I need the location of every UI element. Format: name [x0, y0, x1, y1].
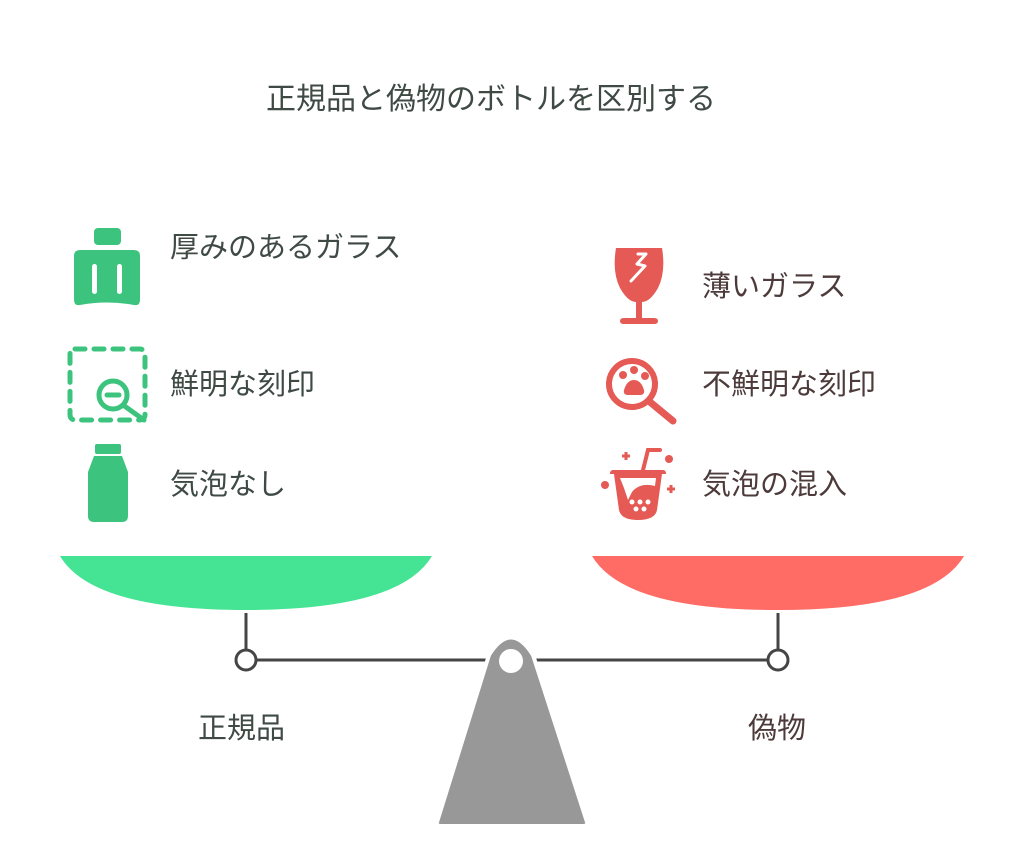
paw-magnifier-icon — [606, 358, 677, 425]
genuine-label: 正規品 — [198, 711, 286, 745]
page-title: 正規品と偽物のボトルを区別する — [266, 82, 716, 117]
fake-item-1: 薄いガラス — [702, 269, 847, 303]
fulcrum — [434, 635, 590, 828]
thick-glass-bottle-icon — [74, 228, 140, 306]
genuine-item-1: 厚みのあるガラス — [170, 230, 402, 264]
genuine-item-2: 鮮明な刻印 — [170, 367, 316, 401]
bottle-icon — [88, 444, 128, 522]
fake-item-3: 気泡の混入 — [702, 467, 848, 501]
genuine-item-3: 気泡なし — [170, 467, 287, 501]
zoom-out-selection-icon — [67, 346, 148, 423]
fake-label: 偽物 — [748, 711, 807, 745]
genuine-pan — [60, 556, 432, 610]
left-hinge — [234, 648, 258, 672]
fake-item-2: 不鮮明な刻印 — [702, 367, 877, 401]
bubble-tea-icon — [601, 448, 675, 520]
right-hinge — [766, 648, 790, 672]
fake-pan — [592, 556, 964, 610]
broken-glass-icon — [614, 248, 664, 324]
